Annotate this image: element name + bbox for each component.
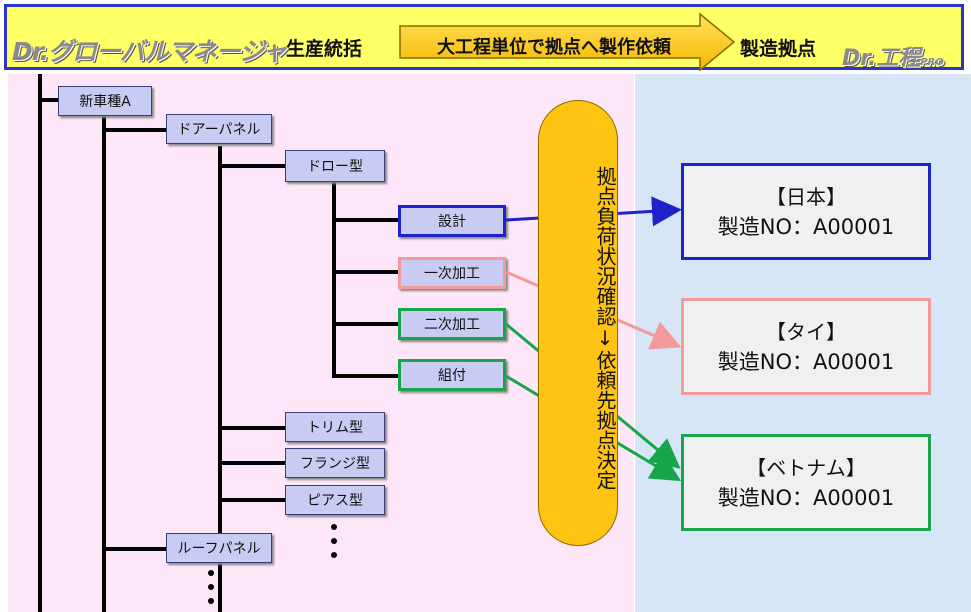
node-draw-die[interactable]: ドロー型 bbox=[285, 150, 385, 182]
factory-name: 【タイ】 bbox=[766, 319, 846, 344]
manufacturing-site-label: 製造拠点 bbox=[740, 38, 817, 60]
header-banner bbox=[4, 4, 964, 70]
continuation-dot bbox=[208, 584, 214, 590]
factory-japan[interactable]: 【日本】 製造NO：A00001 bbox=[681, 163, 931, 260]
continuation-dot bbox=[331, 552, 337, 558]
header-arrow-label: 大工程単位で拠点へ製作依頼 bbox=[437, 37, 671, 58]
factory-order-no: 製造NO：A00001 bbox=[717, 349, 895, 374]
factory-order-no: 製造NO：A00001 bbox=[717, 485, 895, 510]
production-control-label: 生産統括 bbox=[286, 38, 363, 60]
node-secondary-processing[interactable]: 二次加工 bbox=[398, 308, 506, 340]
factory-name: 【ベトナム】 bbox=[746, 455, 866, 480]
continuation-dot bbox=[331, 538, 337, 544]
node-assembly[interactable]: 組付 bbox=[398, 359, 506, 391]
node-trim-die[interactable]: トリム型 bbox=[285, 412, 385, 442]
node-roof-panel[interactable]: ルーフパネル bbox=[166, 533, 272, 563]
continuation-dot bbox=[208, 570, 214, 576]
app-logo: Dr.グローバルマネージャ bbox=[12, 37, 287, 66]
continuation-dot bbox=[331, 524, 337, 530]
node-car-model[interactable]: 新車種A bbox=[58, 86, 152, 116]
factory-thailand[interactable]: 【タイ】 製造NO：A00001 bbox=[681, 298, 931, 395]
node-pierce-die[interactable]: ピアス型 bbox=[285, 485, 385, 515]
node-flange-die[interactable]: フランジ型 bbox=[285, 448, 385, 478]
factory-vietnam[interactable]: 【ベトナム】 製造NO：A00001 bbox=[681, 434, 931, 531]
node-primary-processing[interactable]: 一次加工 bbox=[398, 257, 506, 289]
factory-name: 【日本】 bbox=[766, 184, 846, 209]
decision-capsule-text: 拠点負荷状況確認↓依頼先拠点決定 bbox=[593, 166, 617, 490]
header-arrow-icon bbox=[399, 12, 736, 72]
node-design[interactable]: 設計 bbox=[398, 205, 506, 237]
product-logo: Dr.工程PRO bbox=[842, 46, 944, 71]
node-door-panel[interactable]: ドアーパネル bbox=[166, 114, 272, 144]
decision-capsule bbox=[538, 100, 618, 546]
factory-order-no: 製造NO：A00001 bbox=[717, 214, 895, 239]
continuation-dot bbox=[208, 598, 214, 604]
